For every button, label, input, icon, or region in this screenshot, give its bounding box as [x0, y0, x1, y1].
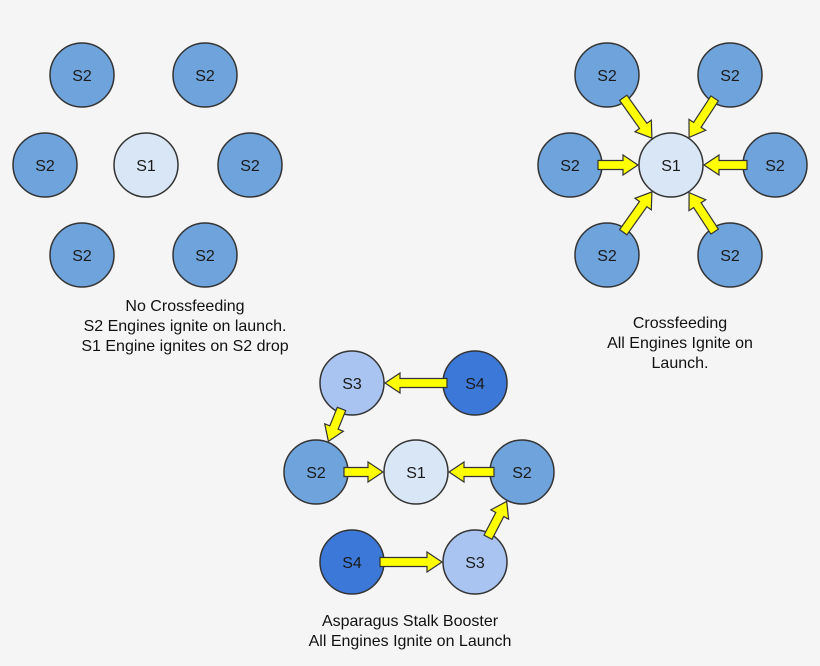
crossfeed-arrow: [379, 550, 444, 574]
stage-node-s4: S4: [442, 350, 508, 416]
stage-node-s2: S2: [574, 222, 640, 288]
stage-label: S2: [72, 68, 92, 85]
stage-node-s3: S3: [319, 350, 385, 416]
stage-label: S4: [465, 376, 485, 393]
stage-label: S2: [720, 248, 740, 265]
stage-label: S2: [195, 248, 215, 265]
stage-node-s4: S4: [319, 529, 385, 595]
crossfeed-arrow: [688, 191, 720, 235]
stage-circle: [49, 222, 115, 288]
stage-label: S3: [465, 555, 485, 572]
stage-label: S2: [560, 158, 580, 175]
stage-node-s2: S2: [742, 132, 808, 198]
caption-line: Asparagus Stalk Booster: [321, 613, 499, 630]
stage-node-s2: S2: [574, 42, 640, 108]
stage-label: S2: [35, 158, 55, 175]
stage-circle: [697, 42, 763, 108]
crossfeed-arrow: [688, 95, 720, 139]
stage-node-s2: S2: [697, 222, 763, 288]
crossfeed-arrow: [618, 94, 653, 139]
stage-circle: [12, 132, 78, 198]
caption-line: S2 Engines ignite on launch.: [83, 318, 287, 335]
crossfeed-arrow: [702, 153, 748, 177]
stage-label: S2: [240, 158, 260, 175]
stage-circle: [172, 42, 238, 108]
stage-node-s2: S2: [49, 222, 115, 288]
stage-label: S2: [72, 248, 92, 265]
stage-node-s3: S3: [442, 529, 508, 595]
stage-circle: [574, 222, 640, 288]
stage-label: S2: [512, 465, 532, 482]
caption-line: All Engines Ignite on Launch: [308, 633, 512, 650]
caption-no-crossfeeding: No Crossfeeding S2 Engines ignite on lau…: [20, 297, 350, 357]
arrows: [323, 94, 748, 574]
stage-node-s2: S2: [697, 42, 763, 108]
stage-circle: [172, 222, 238, 288]
crossfeed-arrow: [323, 406, 347, 443]
stage-circle: [217, 132, 283, 198]
caption-asparagus: Asparagus Stalk Booster All Engines Igni…: [270, 612, 550, 652]
stage-node-s2: S2: [217, 132, 283, 198]
stage-circle: [113, 132, 179, 198]
stage-circle: [574, 42, 640, 108]
crossfeed-arrow: [618, 191, 653, 236]
stage-label: S2: [597, 248, 617, 265]
stage-node-s2: S2: [172, 42, 238, 108]
stage-label: S1: [661, 158, 681, 175]
stage-node-s2: S2: [537, 132, 603, 198]
stage-node-s1: S1: [113, 132, 179, 198]
stage-node-s2: S2: [12, 132, 78, 198]
caption-line: No Crossfeeding: [125, 298, 245, 315]
crossfeed-arrow: [383, 371, 448, 395]
stage-circle: [49, 42, 115, 108]
stage-label: S4: [342, 555, 362, 572]
stage-label: S2: [195, 68, 215, 85]
caption-line: All Engines Ignite on: [607, 335, 753, 352]
caption-line: Launch.: [651, 355, 709, 372]
stage-node-s1: S1: [383, 439, 449, 505]
stage-label: S2: [597, 68, 617, 85]
stage-label: S1: [136, 158, 156, 175]
caption-crossfeeding: Crossfeeding All Engines Ignite on Launc…: [570, 314, 790, 374]
stage-node-s2: S2: [283, 439, 349, 505]
stage-node-s2: S2: [172, 222, 238, 288]
caption-line: Crossfeeding: [632, 315, 728, 332]
stage-node-s1: S1: [638, 132, 704, 198]
crossfeed-arrow: [343, 460, 385, 484]
stage-label: S2: [306, 465, 326, 482]
stage-label: S3: [342, 376, 362, 393]
crossfeed-arrow: [483, 500, 510, 541]
caption-line: S1 Engine ignites on S2 drop: [81, 338, 289, 355]
crossfeed-arrow: [447, 460, 495, 484]
stage-label: S2: [765, 158, 785, 175]
stage-label: S2: [720, 68, 740, 85]
stage-node-s2: S2: [489, 439, 555, 505]
stage-label: S1: [406, 465, 426, 482]
crossfeed-arrow: [597, 153, 640, 177]
stage-circle: [697, 222, 763, 288]
stage-node-s2: S2: [49, 42, 115, 108]
